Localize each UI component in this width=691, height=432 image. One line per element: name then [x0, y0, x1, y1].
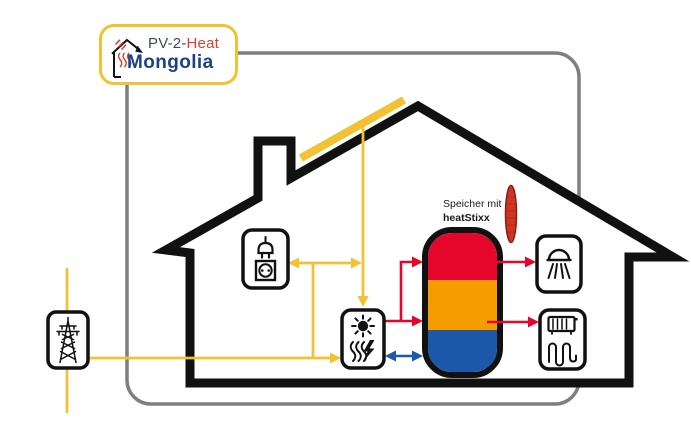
power-pylon-icon: [56, 316, 80, 364]
tank-warm-layer: [428, 280, 497, 330]
sun-icon: [357, 320, 369, 332]
shower-icon: [546, 248, 572, 279]
heater-to-tank-pipe: [384, 260, 412, 323]
arrow-into-shower: [525, 256, 536, 268]
socket-box: [241, 228, 290, 290]
heatstixx-group: Speicher mit heatStixx: [443, 184, 518, 244]
grid-pylon-box: [46, 310, 90, 370]
arrow-into-heater-left: [330, 352, 341, 364]
heater-box: [340, 308, 386, 370]
radiator-underfloor-icon: [547, 315, 578, 367]
hot-pipes-left: [384, 256, 423, 327]
logo-text: PV-2-Heat Mongolia: [127, 36, 219, 73]
radiator-box: [538, 308, 587, 371]
hot-pipes-right: [487, 256, 539, 328]
outlet-box: [241, 228, 290, 290]
solar-panel-bar: [299, 96, 406, 162]
arrow-into-outlet: [288, 257, 299, 269]
logo-title: PV-2-Heat: [148, 36, 219, 52]
sun-heatwaves-bolt-icon: [349, 314, 375, 363]
logo-badge: PV-2-Heat Mongolia: [99, 24, 238, 85]
arrow-into-heater-top: [357, 296, 369, 307]
tank-cold-layer: [428, 330, 497, 372]
plug-socket-icon: [254, 236, 277, 282]
logo-title-prefix: PV-2-: [148, 35, 187, 53]
shower-box: [535, 234, 583, 294]
underfloor-coil: [548, 342, 577, 367]
arrow-into-heater-right: [385, 350, 396, 362]
cold-pipe: [385, 350, 423, 362]
house-heat-arrow-icon: [111, 38, 143, 78]
pv-heater-box: [340, 308, 386, 370]
storage-tank: [422, 227, 503, 378]
arrow-into-tank-middle: [412, 315, 423, 327]
tank-hot-layer: [428, 233, 497, 280]
arrow-to-junction: [351, 257, 362, 269]
logo-subtitle: Mongolia: [127, 51, 214, 73]
shower-frame: [535, 234, 583, 294]
heat-wave: [355, 341, 362, 362]
heat-wave: [349, 341, 357, 362]
heatstixx-texture: [505, 196, 517, 233]
arrow-into-tank-top: [412, 256, 423, 268]
lightning-bolt-icon: [362, 340, 375, 363]
logo-title-highlight: Heat: [186, 35, 220, 53]
arrow-into-tank-bottom: [412, 350, 423, 362]
storage-label-line2: heatStixx: [443, 212, 490, 224]
pylon-box: [46, 310, 90, 370]
storage-label-line1: Speicher mit: [443, 198, 501, 210]
arrow-into-radiator: [528, 316, 539, 328]
heatstixx-capsule: [504, 184, 518, 244]
